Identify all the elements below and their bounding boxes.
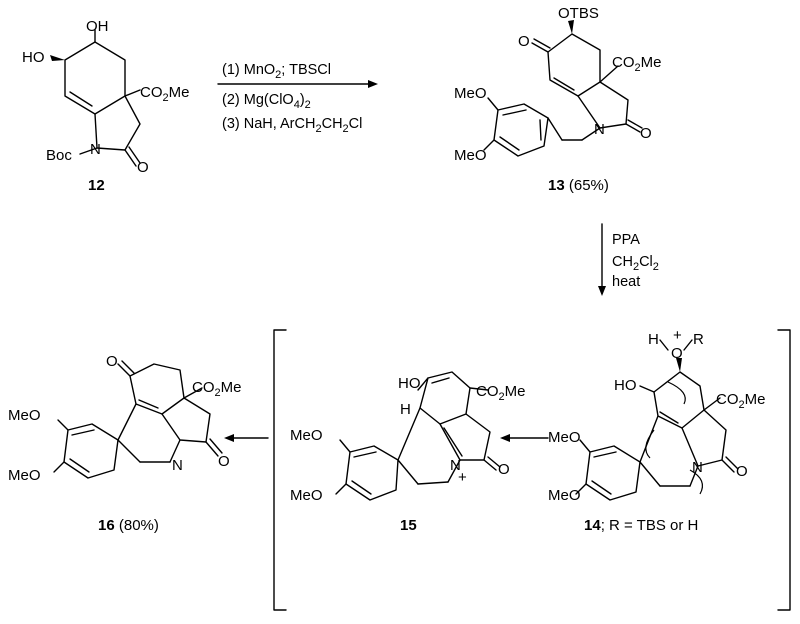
meo-label: MeO: [290, 427, 323, 444]
n-label: N: [692, 459, 703, 476]
step1-conditions: (1) MnO2; TBSCl (2) Mg(ClO4)2 (3) NaH, A…: [222, 62, 362, 135]
o-label: O: [137, 159, 149, 176]
ester-label: CO2Me: [192, 379, 241, 399]
ester-label: CO2Me: [716, 391, 765, 411]
ester-label: CO2Me: [140, 84, 189, 104]
lactam-o-label: O: [640, 125, 652, 142]
condition-solvent: CH2Cl2: [612, 254, 659, 273]
condition-1: (1) MnO2; TBSCl: [222, 62, 331, 81]
lactam-o-label: O: [218, 453, 230, 470]
meo-label: MeO: [8, 407, 41, 424]
step2-conditions: PPA CH2Cl2 heat: [612, 232, 659, 290]
h-label: H: [648, 331, 659, 348]
n-label: N: [90, 141, 101, 158]
meo-label: MeO: [454, 147, 487, 164]
compound-13: OTBS O CO2Me N O MeO MeO 13 (65%): [454, 5, 661, 194]
otbs-label: OTBS: [558, 5, 599, 22]
h-label: H: [400, 401, 411, 418]
meo-label: MeO: [454, 85, 487, 102]
n-label: N: [594, 121, 605, 138]
meo-label: MeO: [548, 429, 581, 446]
compound-caption-13: 13 (65%): [548, 177, 609, 194]
o-label: O: [671, 345, 683, 362]
lactam-o-label: O: [736, 463, 748, 480]
meo-label: MeO: [548, 487, 581, 504]
meo-label: MeO: [290, 487, 323, 504]
reaction-arrow-1: [217, 80, 378, 88]
ester-label: CO2Me: [612, 54, 661, 74]
compound-12: OH HO CO2Me N Boc O 12: [22, 18, 189, 194]
condition-ppa: PPA: [612, 232, 640, 248]
ketone-o-label: O: [106, 353, 118, 370]
compound-caption-16: 16 (80%): [98, 517, 159, 534]
ho-label: HO: [22, 49, 45, 66]
ho-label: HO: [614, 377, 637, 394]
compound-15: HO H CO2Me N + O MeO MeO 15: [290, 371, 525, 534]
n-label: N: [450, 457, 461, 474]
reaction-arrow-3: [500, 434, 549, 442]
plus-label: +: [673, 327, 682, 344]
compound-14: H + O R HO CO2Me N O MeO MeO 14; R = TBS…: [548, 327, 765, 534]
n-label: N: [172, 457, 183, 474]
ho-label: HO: [398, 375, 421, 392]
condition-3: (3) NaH, ArCH2CH2Cl: [222, 116, 362, 135]
plus-label: +: [458, 469, 467, 486]
ester-label: CO2Me: [476, 383, 525, 403]
boc-label: Boc: [46, 147, 72, 164]
lactam-o-label: O: [498, 461, 510, 478]
condition-2: (2) Mg(ClO4)2: [222, 92, 311, 111]
compound-number-15: 15: [400, 517, 417, 534]
reaction-arrow-2: [598, 223, 606, 296]
compound-caption-14: 14; R = TBS or H: [584, 517, 698, 534]
ketone-o-label: O: [518, 33, 530, 50]
oh-label: OH: [86, 18, 109, 35]
compound-16: O CO2Me N O MeO MeO 16 (80%): [8, 353, 241, 534]
r-label: R: [693, 331, 704, 348]
intermediate-brackets: [273, 329, 791, 611]
compound-number-12: 12: [88, 177, 105, 194]
meo-label: MeO: [8, 467, 41, 484]
condition-heat: heat: [612, 274, 640, 290]
reaction-arrow-4: [224, 434, 269, 442]
